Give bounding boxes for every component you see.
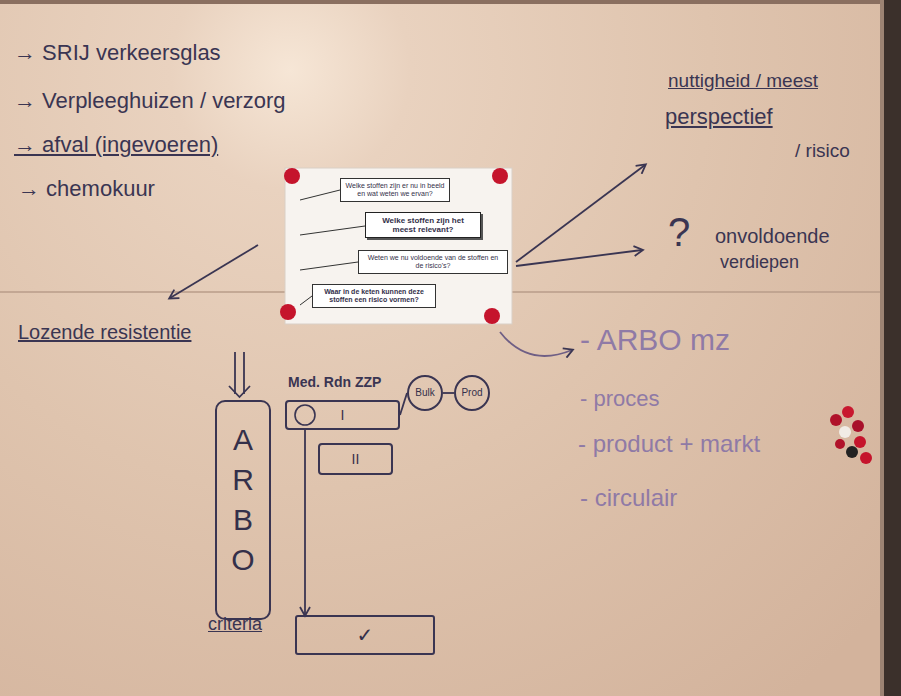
board-seam bbox=[512, 291, 880, 293]
marker-circle bbox=[295, 405, 315, 425]
board-frame bbox=[880, 0, 884, 696]
double-arrow bbox=[243, 352, 245, 394]
list-item: → Verpleeghuizen / verzorg bbox=[14, 88, 286, 114]
callout-box: Weten we nu voldoende van de stoffen en … bbox=[358, 250, 508, 274]
question-mark: ? bbox=[668, 208, 690, 256]
circle-node: Prod bbox=[454, 375, 490, 411]
table-row: I bbox=[285, 400, 400, 430]
callout-box: Welke stoffen zijn er nu in beeld en wat… bbox=[340, 178, 450, 202]
node-text: I bbox=[341, 407, 345, 423]
arrow bbox=[516, 250, 642, 266]
arrow bbox=[500, 332, 572, 356]
note-text: nuttigheid / meest bbox=[668, 70, 818, 93]
node-text: ✓ bbox=[357, 624, 374, 647]
callout-pointer bbox=[300, 190, 340, 200]
node-text: Waar in de keten kunnen deze stoffen een… bbox=[317, 288, 431, 304]
board-frame bbox=[884, 0, 901, 696]
node-text: Prod bbox=[461, 387, 482, 399]
topic-heading: Lozende resistentie bbox=[18, 320, 191, 344]
double-arrow bbox=[234, 352, 236, 394]
table-row: II bbox=[318, 443, 393, 475]
note-text: onvoldoende bbox=[715, 224, 830, 248]
board-seam bbox=[0, 291, 285, 293]
magnet bbox=[492, 168, 508, 184]
node-text: Bulk bbox=[415, 387, 434, 399]
note-text: perspectief bbox=[665, 104, 773, 130]
double-arrow bbox=[229, 386, 250, 397]
magnet bbox=[284, 168, 300, 184]
node-text: A R B O bbox=[228, 420, 258, 580]
note-text: verdiepen bbox=[720, 252, 799, 274]
list-item: → afval (ingevoeren) bbox=[14, 132, 218, 158]
column-header: Med. Rdn ZZP bbox=[288, 374, 381, 391]
list-item: → SRIJ verkeersglas bbox=[14, 40, 221, 66]
node-text: II bbox=[352, 451, 360, 467]
callout-pointer bbox=[300, 226, 365, 235]
pin-cluster bbox=[830, 406, 872, 464]
note-text: / risico bbox=[795, 140, 850, 163]
connector bbox=[304, 430, 306, 615]
board-frame bbox=[0, 0, 901, 4]
node-text: Welke stoffen zijn het meest relevant? bbox=[370, 216, 476, 234]
connector bbox=[400, 393, 407, 415]
list-item: → chemokuur bbox=[18, 176, 155, 202]
magnet bbox=[484, 308, 500, 324]
callout-box: Welke stoffen zijn het meest relevant? bbox=[365, 212, 481, 238]
aspect-item: - product + markt bbox=[578, 430, 760, 459]
aspect-item: - proces bbox=[580, 386, 659, 412]
node-text: Weten we nu voldoende van de stoffen en … bbox=[363, 254, 503, 270]
node-text: Welke stoffen zijn er nu in beeld en wat… bbox=[345, 182, 445, 198]
magnet bbox=[280, 304, 296, 320]
callout-box: Waar in de keten kunnen deze stoffen een… bbox=[312, 284, 436, 308]
criteria-label: criteria bbox=[208, 614, 262, 636]
arbo-column: A R B O bbox=[215, 400, 271, 620]
callout-pointer bbox=[300, 296, 312, 305]
aspect-item: - ARBO mz bbox=[580, 322, 730, 358]
callout-pointer bbox=[300, 262, 358, 270]
criteria-box: ✓ bbox=[295, 615, 435, 655]
paper-sheet bbox=[285, 168, 512, 324]
arrow bbox=[170, 245, 258, 298]
circle-node: Bulk bbox=[407, 375, 443, 411]
arrow bbox=[516, 165, 645, 262]
aspect-item: - circulair bbox=[580, 484, 677, 513]
connector bbox=[443, 392, 454, 394]
